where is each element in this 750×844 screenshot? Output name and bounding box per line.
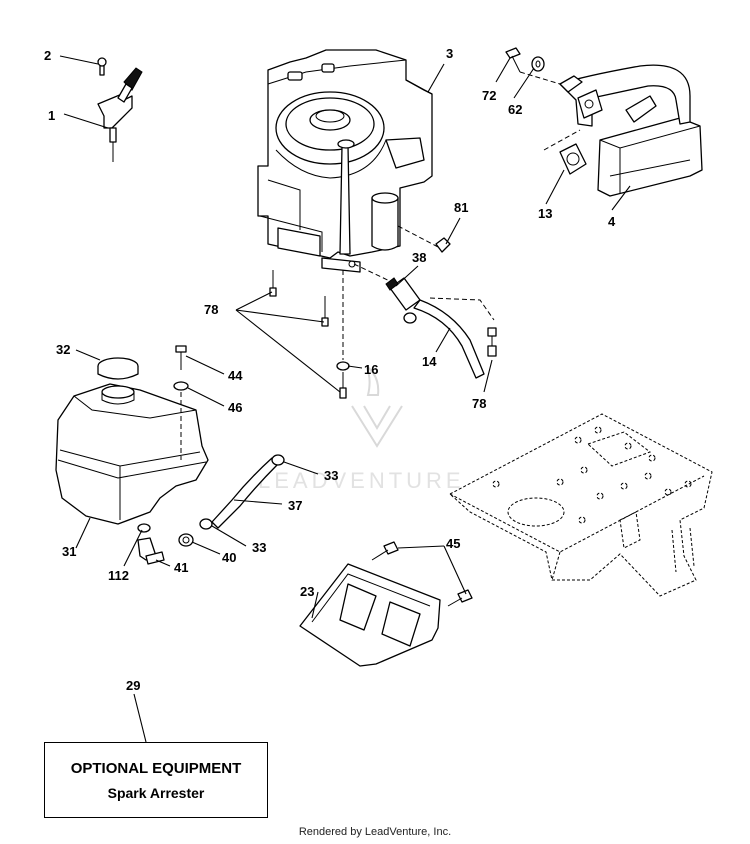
callout-3: 3 bbox=[446, 46, 453, 61]
callout-labels: 2 1 3 72 62 13 4 81 38 78 14 16 78 32 44… bbox=[44, 46, 616, 693]
leadventure-watermark-logo: LEADVENTURE bbox=[258, 365, 465, 493]
callout-13: 13 bbox=[538, 206, 552, 221]
throttle-control-assembly bbox=[97, 57, 143, 162]
callout-45: 45 bbox=[446, 536, 460, 551]
callout-29: 29 bbox=[126, 678, 140, 693]
callout-78-right: 78 bbox=[472, 396, 486, 411]
callout-40: 40 bbox=[222, 550, 236, 565]
tractor-frame-outline bbox=[449, 413, 713, 597]
callout-31: 31 bbox=[62, 544, 76, 559]
callout-41: 41 bbox=[174, 560, 188, 575]
callout-32: 32 bbox=[56, 342, 70, 357]
callout-37: 37 bbox=[288, 498, 302, 513]
fuel-line-assembly bbox=[269, 225, 497, 399]
callout-62: 62 bbox=[508, 102, 522, 117]
callout-33-lower: 33 bbox=[252, 540, 266, 555]
callout-4: 4 bbox=[608, 214, 616, 229]
callout-leader-lines bbox=[59, 55, 631, 743]
tank-bolt-assembly bbox=[173, 345, 189, 460]
callout-112: 112 bbox=[108, 568, 129, 583]
callout-44: 44 bbox=[228, 368, 243, 383]
optional-equipment-title: OPTIONAL EQUIPMENT bbox=[70, 759, 242, 777]
heat-shield-assembly bbox=[299, 541, 473, 667]
callout-14: 14 bbox=[422, 354, 437, 369]
fuel-tank-assembly bbox=[55, 357, 209, 525]
callout-72: 72 bbox=[482, 88, 496, 103]
spark-arrester-label: Spark Arrester bbox=[107, 784, 205, 801]
watermark-text: LEADVENTURE bbox=[258, 468, 465, 493]
callout-23: 23 bbox=[300, 584, 314, 599]
engine bbox=[257, 49, 433, 273]
callout-16: 16 bbox=[364, 362, 378, 377]
muffler-assembly bbox=[505, 47, 703, 197]
callout-46: 46 bbox=[228, 400, 242, 415]
callout-81: 81 bbox=[454, 200, 468, 215]
callout-1: 1 bbox=[48, 108, 55, 123]
optional-equipment-box: OPTIONAL EQUIPMENT Spark Arrester bbox=[44, 742, 268, 818]
callout-38: 38 bbox=[412, 250, 426, 265]
callout-33-upper: 33 bbox=[324, 468, 338, 483]
rendered-by-footer: Rendered by LeadVenture, Inc. bbox=[298, 826, 452, 838]
callout-2: 2 bbox=[44, 48, 51, 63]
callout-78-left: 78 bbox=[204, 302, 218, 317]
